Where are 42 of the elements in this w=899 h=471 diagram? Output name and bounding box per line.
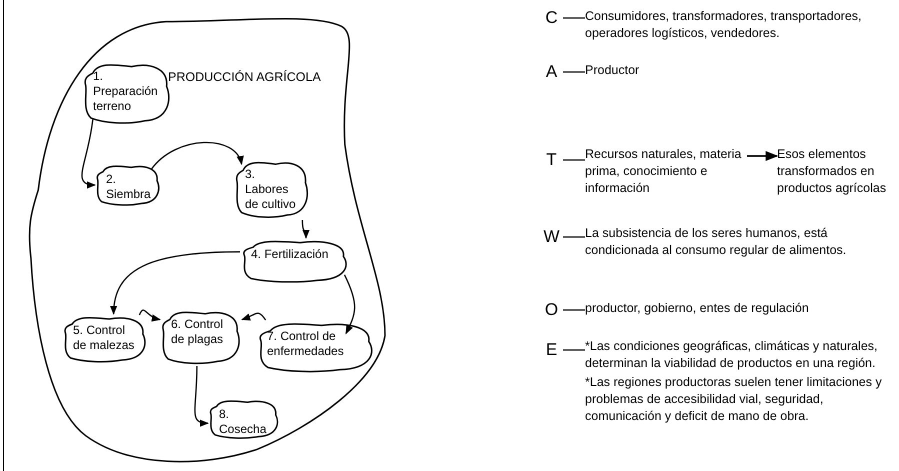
arrow bbox=[241, 312, 266, 320]
process-blob bbox=[62, 314, 148, 364]
dash-connector bbox=[563, 349, 585, 351]
step-label: 1. Preparación terreno bbox=[92, 68, 159, 114]
arrow bbox=[138, 310, 161, 321]
region-title: PRODUCCIÓN AGRÍCOLA bbox=[168, 69, 321, 86]
step-label: 6. Control de plagas bbox=[170, 316, 224, 347]
arrow bbox=[110, 251, 240, 315]
dash-connector bbox=[563, 17, 585, 19]
arrow bbox=[150, 142, 242, 170]
description-text: La subsistencia de los seres humanos, está condicionada al consumo regular de alimentos. bbox=[585, 225, 848, 259]
dash-connector bbox=[563, 236, 585, 238]
description-text: Consumidores, transformadores, transportadores, operadores logísticos, vendedores. bbox=[585, 8, 863, 42]
dash-connector bbox=[563, 309, 585, 311]
step-label: 5. Control de malezas bbox=[72, 322, 136, 353]
step-label: 7. Control de enfermedades bbox=[266, 328, 345, 359]
step-label: 8. Cosecha bbox=[218, 406, 268, 437]
step-label: 4. Fertilización bbox=[250, 246, 330, 262]
description-text: Esos elementos transformados en productos agrícolas bbox=[777, 146, 888, 197]
step-label: 3. Labores de cultivo bbox=[244, 166, 297, 212]
process-blob bbox=[95, 163, 161, 207]
category-letter: T bbox=[545, 150, 558, 170]
arrow bbox=[302, 220, 310, 239]
process-blob bbox=[240, 238, 350, 284]
arrow bbox=[747, 150, 778, 162]
category-letter: E bbox=[544, 340, 558, 360]
category-letter: C bbox=[544, 8, 559, 28]
arrow bbox=[344, 274, 356, 334]
dash-connector bbox=[563, 159, 585, 161]
step-label: 2. Siembra bbox=[105, 171, 152, 202]
description-text: *Las condiciones geográficas, climáticas y naturales, determinan la viabilidad de productos en una región. bbox=[585, 338, 879, 372]
category-letter: O bbox=[544, 300, 560, 320]
dash-connector bbox=[563, 71, 585, 73]
description-text: Productor bbox=[585, 62, 640, 79]
description-text: productor, gobierno, entes de regulación bbox=[585, 300, 810, 317]
category-letter: A bbox=[544, 62, 558, 82]
arrow bbox=[194, 366, 209, 426]
process-blob bbox=[208, 398, 280, 440]
description-text: *Las regiones productoras suelen tener limitaciones y problemas de accesibilidad vial, seguridad, comunicación y deficit de mano de obra. bbox=[585, 374, 883, 425]
category-letter: W bbox=[542, 227, 561, 247]
arrow bbox=[81, 119, 96, 188]
description-text: Recursos naturales, materia prima, conocimiento e información bbox=[585, 146, 742, 197]
